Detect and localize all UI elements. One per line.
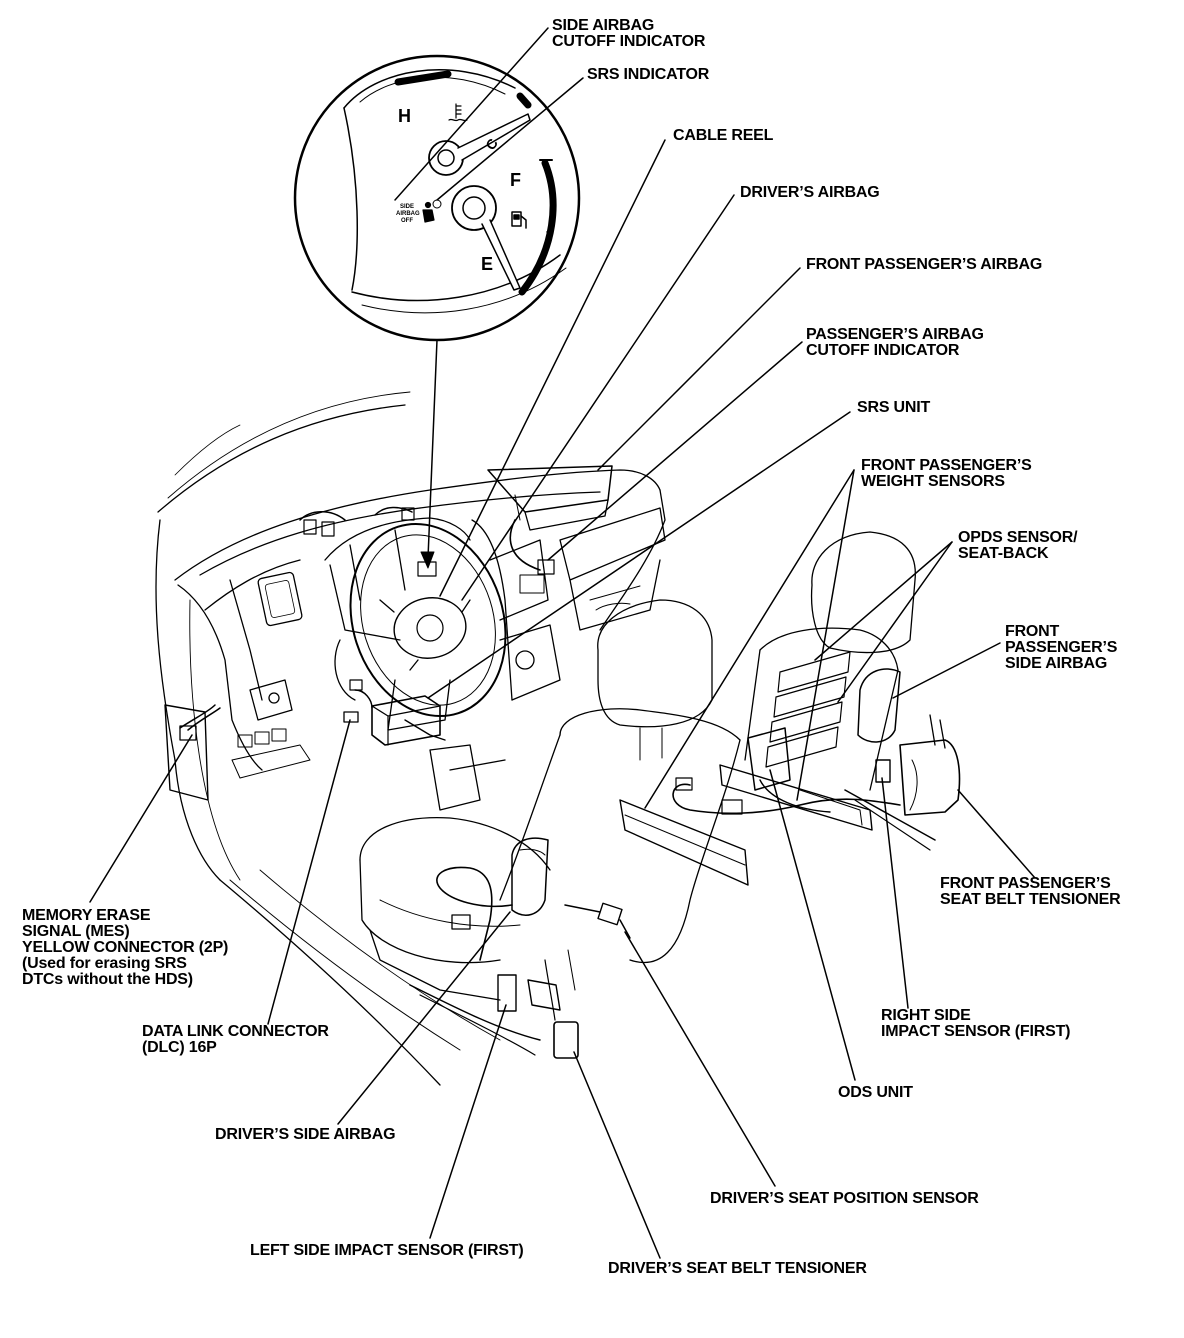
passenger-airbag-module bbox=[487, 465, 613, 513]
leader-front-passengers-airbag bbox=[597, 267, 801, 471]
label-opds-sensor-seat-back: OPDS SENSOR/ SEAT-BACK bbox=[958, 529, 1078, 562]
leader-opds-1 bbox=[814, 541, 953, 661]
gauge-tick-marks bbox=[546, 227, 552, 233]
leader-dlc bbox=[267, 719, 351, 1025]
leader-passengers-airbag-cutoff bbox=[547, 341, 803, 561]
leader-passenger-side-airbag bbox=[892, 642, 1001, 699]
passenger-seat bbox=[619, 531, 961, 886]
leader-cable-reel bbox=[439, 139, 666, 597]
steering-wheel bbox=[349, 522, 507, 718]
leader-right-side-impact-sensor bbox=[881, 777, 909, 1009]
label-srs-indicator: SRS INDICATOR bbox=[587, 66, 710, 83]
gauge-hot-letter: H bbox=[398, 106, 411, 126]
label-memory-erase-signal: MEMORY ERASE SIGNAL (MES) YELLOW CONNECT… bbox=[22, 907, 229, 988]
leader-srs-unit bbox=[427, 411, 851, 699]
temp-scale-band bbox=[394, 70, 452, 86]
passenger-side-airbag-module bbox=[857, 668, 901, 743]
label-data-link-connector: DATA LINK CONNECTOR (DLC) 16P bbox=[142, 1023, 329, 1056]
seat-position-sensor-shape bbox=[597, 902, 623, 926]
coolant-temp-icon bbox=[448, 103, 468, 122]
label-right-side-impact-sensor: RIGHT SIDE IMPACT SENSOR (FIRST) bbox=[881, 1007, 1071, 1040]
label-front-passengers-side-airbag: FRONT PASSENGER’S SIDE AIRBAG bbox=[1005, 623, 1118, 672]
gauge-side-airbag-line-1: SIDE bbox=[400, 204, 414, 210]
leader-weight-sensors-1 bbox=[644, 469, 855, 809]
vehicle-body bbox=[155, 391, 666, 1086]
leader-lines bbox=[89, 27, 1036, 1259]
label-drivers-seat-belt-tensioner: DRIVER’S SEAT BELT TENSIONER bbox=[608, 1260, 867, 1277]
leader-weight-sensors-2 bbox=[796, 469, 855, 801]
leader-opds-2 bbox=[837, 541, 953, 703]
left-side-impact-sensor-shape bbox=[497, 974, 517, 1012]
label-cable-reel: CABLE REEL bbox=[673, 127, 774, 144]
srs-indicator-icon bbox=[422, 199, 442, 223]
label-passengers-airbag-cutoff-indicator: PASSENGER’S AIRBAG CUTOFF INDICATOR bbox=[806, 326, 984, 359]
passenger-seat-belt-tensioner-shape bbox=[899, 739, 961, 816]
leader-left-side-impact-sensor bbox=[429, 1004, 507, 1239]
gauge-inset-circle bbox=[293, 54, 581, 342]
label-left-side-impact-sensor: LEFT SIDE IMPACT SENSOR (FIRST) bbox=[250, 1242, 524, 1259]
inset-pointer-line bbox=[427, 339, 438, 559]
gauge-full-letter: F bbox=[510, 170, 521, 190]
label-side-airbag-cutoff-indicator: SIDE AIRBAG CUTOFF INDICATOR bbox=[552, 17, 706, 50]
fuel-gauge-needle bbox=[481, 219, 521, 291]
leader-drivers-seat-belt-tensioner bbox=[573, 1051, 661, 1259]
inset-pointer-arrowhead bbox=[420, 551, 435, 569]
drivers-airbag-pad bbox=[393, 597, 467, 659]
right-side-impact-sensor-shape bbox=[875, 759, 891, 783]
label-drivers-airbag: DRIVER’S AIRBAG bbox=[740, 184, 880, 201]
leader-ods-unit bbox=[769, 769, 856, 1081]
gauge-side-airbag-line-2: AIRBAG bbox=[396, 211, 420, 217]
fuel-pump-icon bbox=[511, 211, 527, 229]
leader-srs-indicator bbox=[436, 77, 584, 201]
drivers-seat bbox=[359, 599, 741, 1059]
label-drivers-seat-position-sensor: DRIVER’S SEAT POSITION SENSOR bbox=[710, 1190, 979, 1207]
leader-side-airbag-cutoff bbox=[394, 27, 549, 201]
label-front-passengers-weight-sensors: FRONT PASSENGER’S WEIGHT SENSORS bbox=[861, 457, 1032, 490]
label-drivers-side-airbag: DRIVER’S SIDE AIRBAG bbox=[215, 1126, 396, 1143]
leader-drivers-airbag bbox=[461, 194, 735, 601]
label-front-passengers-seat-belt-tensioner: FRONT PASSENGER’S SEAT BELT TENSIONER bbox=[940, 875, 1121, 908]
opds-sensor-strips bbox=[765, 651, 851, 768]
label-srs-unit: SRS UNIT bbox=[857, 399, 931, 416]
fuel-scale-band bbox=[518, 159, 557, 296]
label-ods-unit: ODS UNIT bbox=[838, 1084, 913, 1101]
srs-unit-box bbox=[371, 695, 441, 746]
weight-sensor-rail bbox=[719, 764, 873, 831]
leader-passenger-seat-belt-tensioner bbox=[957, 789, 1036, 879]
leader-drivers-seat-position-sensor bbox=[624, 931, 776, 1187]
label-front-passengers-airbag: FRONT PASSENGER’S AIRBAG bbox=[806, 256, 1043, 273]
temp-gauge-pivot bbox=[428, 140, 464, 176]
gauge-empty-letter: E bbox=[481, 254, 493, 274]
leader-mes-connector bbox=[89, 734, 193, 903]
gauge-inset bbox=[293, 54, 581, 342]
temp-gauge-needle bbox=[457, 113, 531, 161]
leader-drivers-side-airbag bbox=[337, 911, 511, 1125]
fuel-gauge-pivot bbox=[451, 185, 497, 231]
drivers-seat-belt-tensioner-shape bbox=[553, 1021, 579, 1059]
data-link-connector-shape bbox=[343, 711, 359, 723]
gauge-side-airbag-line-3: OFF bbox=[401, 218, 413, 224]
dash-srs-indicator-location bbox=[417, 561, 437, 577]
ods-unit-box bbox=[747, 727, 791, 791]
drivers-side-airbag-module bbox=[511, 837, 549, 916]
